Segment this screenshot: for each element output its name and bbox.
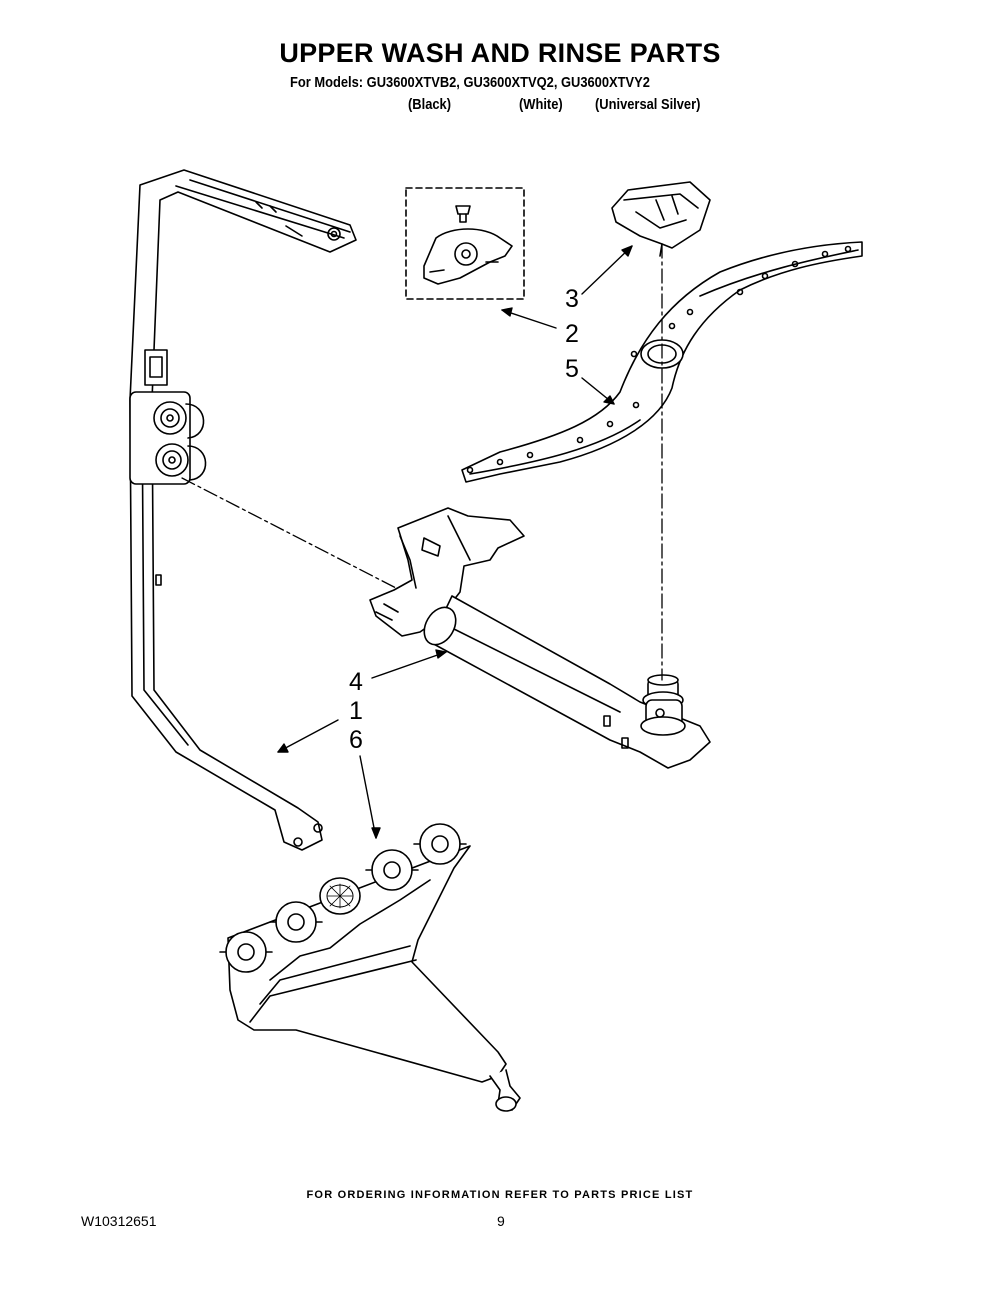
assembly-guide-lines [181,243,663,681]
color-black: (Black) [408,96,452,113]
document-number: W10312651 [81,1213,157,1229]
page-number: 9 [497,1213,505,1229]
page-title: UPPER WASH AND RINSE PARTS [279,38,721,68]
models-line: For Models: GU3600XTVB2, GU3600XTVQ2, GU… [290,74,650,91]
part-6-spray-manifold [219,823,521,1112]
callout-6: 6 [349,726,363,754]
part-3-mount-clip [611,181,711,257]
color-white: (White) [519,96,563,113]
part-2-retainer-kit [405,187,525,300]
part-1-upper-supply-tube [129,169,357,851]
callout-4: 4 [349,668,363,696]
ordering-note: FOR ORDERING INFORMATION REFER TO PARTS … [306,1189,694,1201]
callout-5: 5 [565,355,579,383]
callout-2: 2 [565,320,579,348]
callout-3: 3 [565,285,579,313]
callout-1: 1 [349,697,363,725]
part-4-manifold-tube [369,507,711,769]
color-universal-silver: (Universal Silver) [595,96,701,113]
callout-leaders [277,245,633,839]
